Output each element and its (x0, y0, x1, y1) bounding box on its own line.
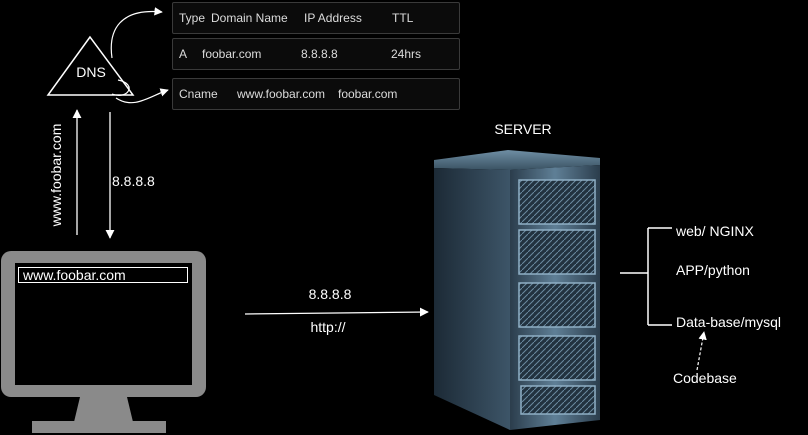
dns-to-header-arrow (110, 7, 163, 59)
a-record-domain: foobar.com (202, 47, 262, 61)
header-domain-name: Domain Name (211, 11, 288, 25)
dns-to-cname-arrow (115, 88, 169, 104)
dns-loop-arrow (111, 79, 130, 96)
header-type: Type (179, 11, 206, 25)
codebase-label: Codebase (673, 370, 737, 386)
component-web: web/ NGINX (675, 223, 754, 239)
dns-table-header: Type Domain Name IP Address TTL (172, 2, 460, 34)
a-record-type: A (179, 47, 188, 61)
query-label: www.foobar.com (48, 124, 64, 228)
components-bracket (620, 227, 672, 326)
request-protocol-label: http:// (310, 319, 345, 335)
dns-cname-record-row: Cname www.foobar.com foobar.com (172, 78, 460, 110)
dns-a-record-row: A foobar.com 8.8.8.8 24hrs (172, 38, 460, 70)
codebase-arrow (696, 331, 707, 371)
browser-address-bar[interactable]: www.foobar.com (18, 267, 188, 283)
http-request-arrow (244, 307, 429, 317)
request-ip-label: 8.8.8.8 (309, 286, 352, 302)
server-rack-icon (434, 150, 600, 430)
dns-node: DNS (46, 35, 135, 96)
client-monitor (1, 251, 206, 433)
dns-label: DNS (76, 64, 106, 80)
cname-record-type: Cname (179, 87, 218, 101)
server-title: SERVER (494, 121, 551, 137)
response-label: 8.8.8.8 (112, 173, 155, 189)
cname-record-target: foobar.com (338, 87, 398, 101)
component-app: APP/python (676, 262, 750, 278)
a-record-ttl: 24hrs (391, 47, 422, 61)
header-ip-address: IP Address (304, 11, 362, 25)
header-ttl: TTL (392, 11, 414, 25)
a-record-ip: 8.8.8.8 (301, 47, 338, 61)
server-bays (518, 179, 596, 415)
cname-record-alias: www.foobar.com (237, 87, 326, 101)
component-database: Data-base/mysql (676, 314, 781, 330)
